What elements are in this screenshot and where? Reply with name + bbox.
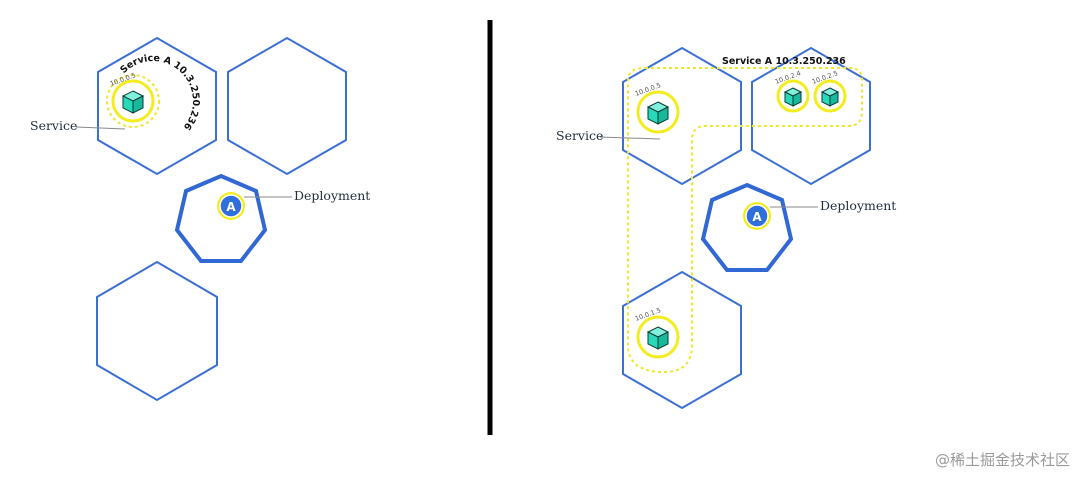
pod-cube-icon (647, 326, 669, 350)
pod-ring (636, 90, 680, 134)
service-leader-line (75, 126, 126, 130)
service-title: Service A 10.3.250.236 (722, 56, 846, 67)
pod-ring (111, 79, 155, 123)
deployment-label: Deployment (294, 188, 370, 203)
node-hexagon (227, 36, 347, 176)
deployment-icon (745, 204, 769, 228)
node-hexagon (622, 270, 742, 410)
service-leader-line (599, 136, 661, 140)
node-hexagon (96, 260, 218, 402)
node-hexagon (622, 46, 742, 186)
pod-ring (813, 79, 847, 113)
pod-cube-icon (784, 87, 802, 107)
left-panel: 10.0.0.5 Service A 10.3.250.236 A Servic… (30, 36, 370, 402)
pod-cube-icon (821, 87, 839, 107)
pod-cube-icon (122, 90, 144, 114)
pod-ring (636, 315, 680, 359)
service-boundary (106, 74, 160, 128)
deployment-icon-letter: A (226, 200, 236, 214)
right-panel: 10.0.0.5 10.0.2.4 10.0.2.5 10.0.1.5 Serv… (556, 46, 896, 410)
pod-cube-icon (647, 101, 669, 125)
pod-ring (776, 79, 810, 113)
deployment-heptagon (174, 173, 268, 263)
deployment-heptagon (700, 182, 794, 272)
deployment-label: Deployment (820, 198, 896, 213)
watermark: @稀土掘金技术社区 (935, 451, 1070, 469)
node-hexagon (97, 36, 217, 176)
service-label: Service (30, 118, 77, 133)
service-label: Service (556, 128, 603, 143)
deployment-icon-letter: A (752, 210, 762, 224)
service-boundary (627, 67, 863, 374)
node-hexagon (751, 46, 871, 186)
deployment-icon (219, 194, 243, 218)
